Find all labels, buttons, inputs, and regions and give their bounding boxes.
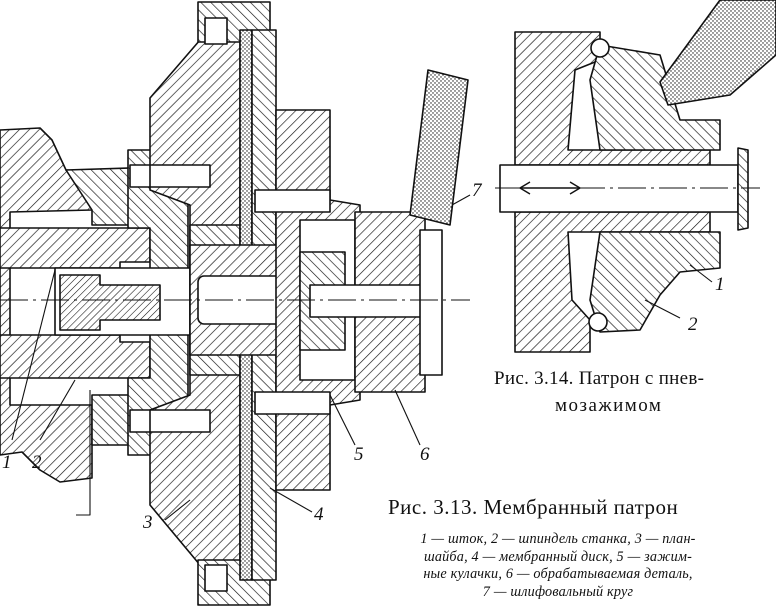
membrane-chuck-drawing: 1 2 3 4 5 6 7 bbox=[0, 1, 483, 606]
stem bbox=[59, 274, 161, 331]
label-jaw: 2 bbox=[688, 314, 698, 335]
label-stem: 1 bbox=[2, 452, 12, 473]
grinding-tool bbox=[659, 0, 776, 106]
leader-lines bbox=[11, 194, 471, 521]
legend-line: 7 — шлифовальный круг bbox=[482, 583, 634, 600]
figure-3-14-caption-line1: Рис. 3.14. Патрон с пнев- bbox=[494, 368, 705, 389]
label-face-plate: 3 bbox=[142, 512, 153, 533]
label-membrane-disk: 4 bbox=[314, 504, 324, 525]
flange-screws bbox=[129, 164, 211, 433]
housing-step bbox=[65, 167, 131, 226]
figure-3-13-caption: Рис. 3.13. Мембранный патрон bbox=[388, 495, 679, 519]
bottom-bolt-head bbox=[204, 564, 228, 592]
figure-3-14-caption-line2: мозажимом bbox=[555, 395, 663, 416]
jaw-bolt-lower bbox=[254, 391, 331, 415]
upper-ball bbox=[590, 38, 610, 58]
legend-line: ные кулачки, 6 — обрабатываемая деталь, bbox=[423, 566, 693, 582]
upper-jaw bbox=[589, 44, 721, 151]
figure-3-13-legend: 1 — шток, 2 — шпиндель станка, 3 — план-… bbox=[342, 531, 774, 601]
lower-jaw bbox=[589, 231, 721, 333]
workpiece-bore bbox=[309, 284, 431, 318]
legend-line: шайба, 4 — мембранный диск, 5 — зажим- bbox=[423, 548, 693, 565]
chuck-body-lower bbox=[514, 211, 711, 353]
pneumatic-chuck-drawing: 1 2 bbox=[495, 0, 776, 353]
legend-line: 1 — шток, 2 — шпиндель станка, 3 — план- bbox=[420, 531, 696, 547]
label-spindle: 2 bbox=[32, 452, 42, 473]
leader-lines-3-14 bbox=[644, 264, 713, 319]
machine-housing bbox=[0, 127, 93, 483]
rod-end bbox=[737, 147, 749, 231]
jaw-bolt-upper bbox=[254, 189, 331, 213]
lower-ball bbox=[588, 312, 608, 332]
top-bolt-head bbox=[204, 17, 228, 45]
label-rod: 1 bbox=[715, 274, 725, 295]
grinding-wheel bbox=[409, 69, 469, 226]
label-workpiece: 6 bbox=[420, 444, 430, 465]
label-grinding-wheel: 7 bbox=[472, 180, 483, 201]
workpiece-face bbox=[419, 229, 443, 376]
label-clamping-jaws: 5 bbox=[354, 444, 364, 465]
